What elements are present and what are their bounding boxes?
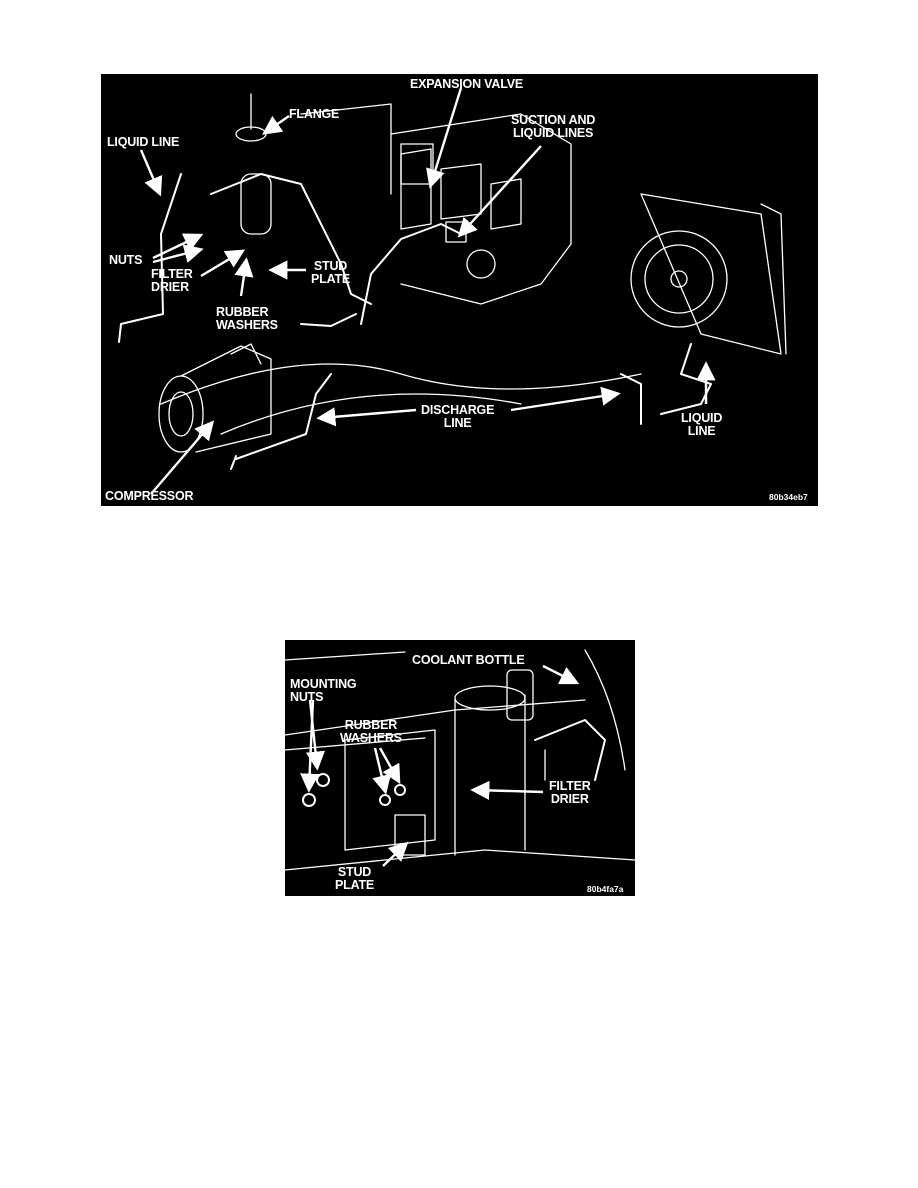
- label-rubber-line2: WASHERS: [216, 318, 278, 332]
- label-flange: FLANGE: [289, 107, 340, 121]
- label-compressor: COMPRESSOR: [105, 489, 194, 503]
- label-discharge-line2: LINE: [443, 416, 472, 430]
- label-liquid-right-line2: LINE: [687, 424, 716, 438]
- ac-lines-diagram: EXPANSION VALVE FLANGE LIQUID LINE SUCTI…: [101, 74, 818, 506]
- label-mounting-line2: NUTS: [290, 690, 324, 704]
- label-filter-drier: FILTER DRIER: [151, 268, 193, 294]
- label-liquid-right-line1: LIQUID: [681, 411, 723, 425]
- label-filter-drier-2: FILTER DRIER: [549, 780, 591, 806]
- label-liquid-line-right: LIQUID LINE: [681, 412, 722, 438]
- label-filter-line2: DRIER: [151, 280, 189, 294]
- label-suction-line2: LIQUID LINES: [512, 126, 594, 140]
- label-stud-line2: PLATE: [311, 272, 351, 286]
- label-rubber-line1: RUBBER: [216, 305, 269, 319]
- label-mounting-nuts: MOUNTING NUTS: [290, 677, 357, 704]
- label-rubber-washers: RUBBER WASHERS: [216, 306, 278, 332]
- label-stud-plate: STUD PLATE: [311, 260, 350, 286]
- label-stud-line1: STUD: [313, 259, 348, 273]
- label-stud2-line2: PLATE: [335, 878, 375, 892]
- ac-lines-illustration: [118, 87, 787, 495]
- label-liquid-line-top: LIQUID LINE: [107, 135, 180, 149]
- label-rubber2-line1: RUBBER: [344, 718, 398, 732]
- label-mounting-line1: MOUNTING: [290, 677, 357, 691]
- label-nuts: NUTS: [109, 253, 143, 267]
- label-suction-line1: SUCTION AND: [511, 113, 596, 127]
- label-filter-line1: FILTER: [151, 267, 193, 281]
- filter-drier-diagram: COOLANT BOTTLE MOUNTING NUTS RUBBER WASH…: [285, 640, 635, 896]
- label-stud-plate-2: STUD PLATE: [335, 866, 374, 892]
- label-filter2-line1: FILTER: [549, 779, 591, 793]
- label-rubber2-line2: WASHERS: [340, 731, 402, 745]
- figure-code: 80b34eb7: [769, 492, 808, 502]
- label-coolant-bottle: COOLANT BOTTLE: [412, 653, 525, 667]
- label-discharge-line: DISCHARGE LINE: [421, 404, 494, 430]
- figure-code-2: 80b4fa7a: [587, 884, 624, 894]
- label-expansion-valve: EXPANSION VALVE: [410, 77, 523, 91]
- label-stud2-line1: STUD: [337, 865, 372, 879]
- label-suction-liquid-lines: SUCTION AND LIQUID LINES: [511, 114, 595, 140]
- label-discharge-line1: DISCHARGE: [421, 403, 495, 417]
- label-filter2-line2: DRIER: [550, 792, 589, 806]
- label-rubber-washers-2: RUBBER WASHERS: [340, 719, 402, 745]
- filter-drier-illustration: [285, 649, 635, 871]
